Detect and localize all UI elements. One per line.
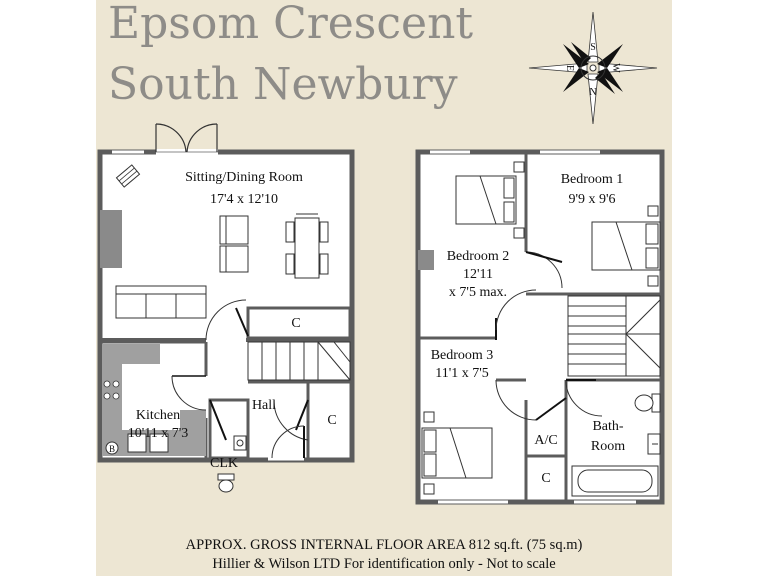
hall-cupboard-label: C [327,413,336,428]
kitchen-name: Kitchen [136,408,180,423]
dining-table-icon [285,213,329,279]
door-swing-icon [495,251,603,421]
bed-icon [421,411,493,495]
compass-north-label: N [589,87,596,98]
patio-doors-icon [155,123,218,153]
first-floor-plan: Bedroom 1 9'9 x 9'6 Bedroom 2 12'11 x 7'… [415,149,665,505]
floor-plan-sheet: Epsom Crescent South Newbury S N E W [96,0,672,576]
chimney-breast [100,210,122,268]
bedroom-1-size: 9'9 x 9'6 [568,192,615,207]
compass-west-label: W [610,63,621,73]
property-title-line-2: South Newbury [108,59,458,110]
floor-plan-drawing: S N E W [97,11,665,505]
ground-floor-outer-wall [97,149,355,463]
bed-icon [455,161,525,239]
kitchen-size: 10'11 x 7'3 [128,426,189,441]
compass-south-label: S [590,42,596,53]
floor-area-note: APPROX. GROSS INTERNAL FLOOR AREA 812 sq… [185,537,583,553]
bed-icon [591,205,661,287]
kitchen-worktop [102,344,160,456]
sitting-room-name: Sitting/Dining Room [185,170,303,185]
hall-label: Hall [252,398,276,413]
door-swing-icon [205,299,249,341]
cupboard-outline [246,306,352,340]
bedroom-2-name: Bedroom 2 [447,249,510,264]
basin-icon [233,435,247,451]
boiler-icon: B [105,441,119,455]
disclaimer-note: Hillier & Wilson LTD For identification … [212,556,556,572]
first-floor-cupboard-label: C [541,471,550,486]
cloakroom-label: CLK [210,456,238,471]
compass-east-label: E [564,65,575,71]
ground-cupboard-label: C [291,316,300,331]
staircase-icon [247,341,351,381]
sofa-icon [115,285,207,319]
airing-cupboard-label: A/C [534,433,557,448]
sitting-room-size: 17'4 x 12'10 [210,192,278,207]
cloakroom-outline [208,398,250,460]
bathroom-label-line-1: Bath- [592,419,623,434]
bedroom-3-size: 11'1 x 7'5 [435,366,489,381]
bathroom-label-line-2: Room [591,439,625,454]
property-title-line-1: Epsom Crescent [108,0,474,49]
armchair-icon [219,215,249,273]
door-swing-icon [209,399,227,441]
compass-rose-icon: S N E W [528,11,658,125]
ground-floor-plan: B [97,123,355,493]
door-swing-icon [171,375,207,411]
boiler-label: B [109,444,115,454]
bedroom-2-size-line-2: x 7'5 max. [449,285,507,300]
hob-icon [103,380,120,400]
towel-rail-icon [647,433,661,455]
toilet-icon [217,473,235,493]
bath-icon [571,465,659,497]
bedroom-2-size-line-1: 12'11 [463,267,493,282]
door-swing-icon [273,399,309,441]
lamp-icon [115,164,141,188]
staircase-icon [567,295,661,377]
bedroom-3-name: Bedroom 3 [431,348,494,363]
front-door-icon [268,425,305,461]
bedroom-1-name: Bedroom 1 [561,172,624,187]
toilet-icon [634,393,661,413]
sink-icon [127,433,169,453]
